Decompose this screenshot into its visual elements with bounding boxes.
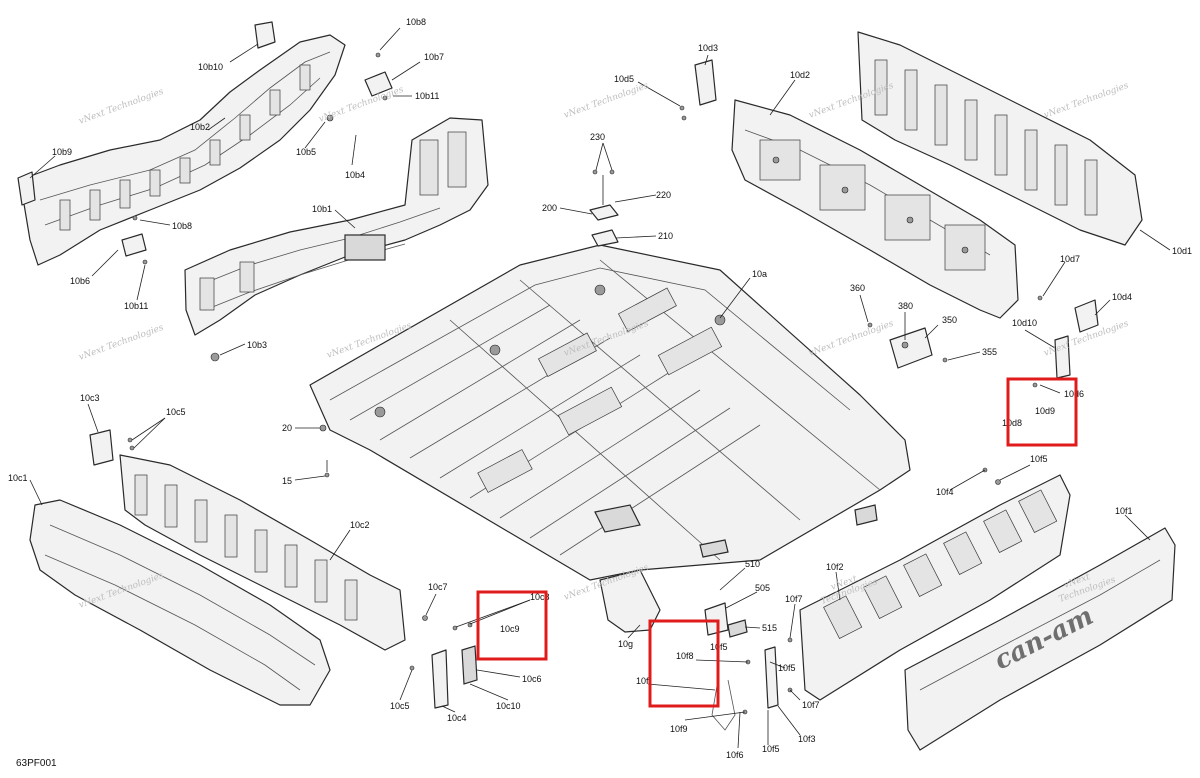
callout-label: 10d7 [1060,254,1080,264]
highlight-box-10c9 [476,590,548,661]
watermark-text: vNext Technologies [78,87,166,127]
watermark-text: vNext Technologies [78,323,166,363]
part-10b6-bracket [121,215,148,265]
drawing-code: 63PF001 [16,758,57,769]
callout-label: 10f7 [785,594,803,604]
callout-labels: 10b8 10b7 10b10 10b11 10b2 10b5 10b4 10b… [8,17,1192,760]
callout-label: 20 [282,423,292,433]
callout-label: 10d8 [1002,418,1022,428]
callout-label: 10c3 [80,393,100,403]
part-10d3-plate [679,59,717,121]
callout-label: 10f5 [778,663,796,673]
callout-label: 10b6 [70,276,90,286]
callout-label: 10c9 [500,624,520,634]
callout-label: 10b2 [190,122,210,132]
callout-label: 360 [850,283,865,293]
callout-label: 10b11 [415,91,439,101]
part-10b7-bracket [326,52,393,166]
callout-label: 10a [752,269,767,279]
hardware-200-230 [589,169,619,247]
callout-label: 10f8 [676,651,694,661]
leader-lines [29,27,1171,749]
highlight-boxes [476,377,1078,708]
callout-label: 510 [745,559,760,569]
part-10c3-plate [89,429,135,466]
callout-label: 10d5 [614,74,634,84]
callout-label: 10d3 [698,43,718,53]
part-10b2-rail [17,21,346,266]
hardware-10c4-10c10 [409,615,478,709]
callout-label: 10b8 [172,221,192,231]
callout-label: 10f6 [726,750,744,760]
callout-label: 10f5 [762,744,780,754]
callout-label: 10d2 [790,70,810,80]
callout-label: 10f9 [670,724,688,734]
part-10b1-rail [184,117,489,362]
callout-label: 10f1 [1115,506,1133,516]
part-10d10-latch [1032,295,1099,388]
callout-label: 515 [762,623,777,633]
callout-label: 10c5 [166,407,186,417]
highlight-box-10f8 [648,619,720,708]
callout-label: 10c5 [390,701,410,711]
part-10d2-panel [731,99,1019,319]
callout-label: 10b5 [296,147,316,157]
callout-label: 10d6 [1064,389,1084,399]
callout-label: 10f2 [826,562,844,572]
part-10c1-cover [29,499,331,706]
callout-label: 220 [656,190,671,200]
callout-label: 505 [755,583,770,593]
callout-label: 10b8 [406,17,426,27]
callout-label: 10f5 [1030,454,1048,464]
callout-label: 10f3 [798,734,816,744]
callout-label: 10d10 [1012,318,1037,328]
callout-label: 10f4 [936,487,954,497]
callout-label: 10b4 [345,170,365,180]
part-10d1-rail [857,31,1143,246]
callout-label: 355 [982,347,997,357]
callout-label: 15 [282,476,292,486]
callout-label: 10d9 [1035,406,1055,416]
callout-label: 10d4 [1112,292,1132,302]
callout-label: 10g [618,639,633,649]
callout-label: 10b7 [424,52,444,62]
callout-label: 230 [590,132,605,142]
callout-label: 10b9 [52,147,72,157]
callout-label: 10c10 [496,701,521,711]
callout-label: 10c4 [447,713,467,723]
callout-label: 10b1 [312,204,332,214]
callout-label: 200 [542,203,557,213]
hardware-505-515 [704,467,1001,731]
part-10a-cargo-bed [309,244,911,633]
callout-label: 10d1 [1172,246,1192,256]
callout-label: 210 [658,231,673,241]
callout-label: 10b3 [247,340,267,350]
callout-label: 10c6 [522,674,542,684]
callout-label: 10f [636,676,649,686]
part-10c2-rail [119,454,406,651]
callout-label: 350 [942,315,957,325]
hardware-350-380 [867,322,948,369]
callout-label: 380 [898,301,913,311]
callout-label: 10c1 [8,473,28,483]
watermark-text: vNext Technologies [808,319,896,359]
callout-label: 10c7 [428,582,448,592]
callout-label: 10c8 [530,592,550,602]
highlight-box-10d9 [1006,377,1078,447]
callout-label: 10b10 [198,62,223,72]
callout-label: 10b11 [124,301,148,311]
watermark-text: vNext Technologies [563,81,651,121]
hardware-20-15 [319,424,330,478]
callout-label: 10c2 [350,520,370,530]
watermark-text: vNext Technologies [318,85,406,125]
watermark-text: vNext Technologies [1043,81,1131,121]
part-10f2-tailgate-inner [799,474,1071,701]
callout-label: 10f7 [802,700,820,710]
